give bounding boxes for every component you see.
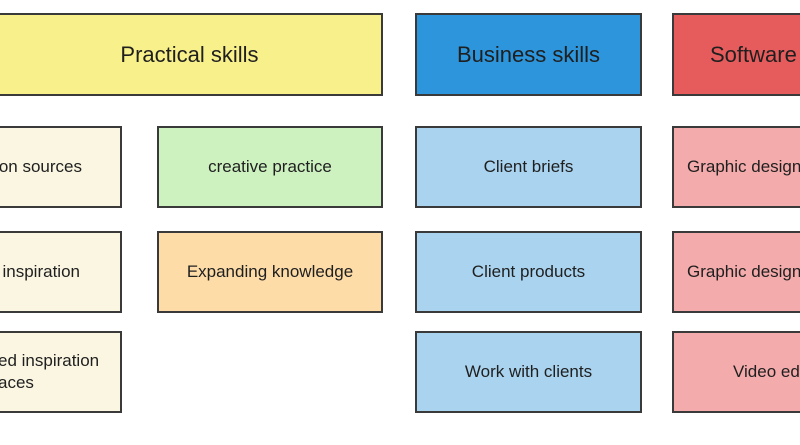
business-card-client-products[interactable]: Client products bbox=[415, 231, 642, 313]
header-business-skills[interactable]: Business skills bbox=[415, 13, 642, 96]
practical-card-shared-inspiration-spaces[interactable]: ed inspiration aces bbox=[0, 331, 122, 413]
practical-card-expanding-knowledge[interactable]: Expanding knowledge bbox=[157, 231, 383, 313]
practical-card-inspiration-label: inspiration bbox=[2, 262, 81, 281]
business-card-work-with-clients[interactable]: Work with clients bbox=[415, 331, 642, 413]
practical-card-shared-inspiration-spaces-label: ed inspiration aces bbox=[0, 351, 100, 392]
practical-card-expanding-knowledge-label: Expanding knowledge bbox=[186, 262, 354, 281]
software-card-video-editing[interactable]: Video ed bbox=[672, 331, 800, 413]
software-card-graphic-design-1-label: Graphic design bbox=[687, 157, 800, 176]
practical-card-creative-practice-label: creative practice bbox=[208, 157, 332, 176]
business-card-client-briefs[interactable]: Client briefs bbox=[415, 126, 642, 208]
software-card-graphic-design-2-label: Graphic design bbox=[687, 262, 800, 281]
practical-card-creative-practice[interactable]: creative practice bbox=[157, 126, 383, 208]
practical-card-inspiration[interactable]: inspiration bbox=[0, 231, 122, 313]
software-card-graphic-design-2[interactable]: Graphic design bbox=[672, 231, 800, 313]
practical-card-inspiration-sources-label: on sources bbox=[0, 157, 82, 176]
header-software-label: Software bbox=[710, 41, 797, 67]
business-card-client-products-label: Client products bbox=[471, 262, 586, 281]
practical-card-inspiration-sources[interactable]: on sources bbox=[0, 126, 122, 208]
header-practical-skills-label: Practical skills bbox=[120, 41, 259, 67]
header-business-skills-label: Business skills bbox=[456, 41, 601, 67]
business-card-work-with-clients-label: Work with clients bbox=[464, 362, 593, 381]
business-card-client-briefs-label: Client briefs bbox=[483, 157, 574, 176]
software-card-graphic-design-1[interactable]: Graphic design bbox=[672, 126, 800, 208]
software-card-video-editing-label: Video ed bbox=[733, 362, 800, 381]
header-software[interactable]: Software bbox=[672, 13, 800, 96]
header-practical-skills[interactable]: Practical skills bbox=[0, 13, 383, 96]
